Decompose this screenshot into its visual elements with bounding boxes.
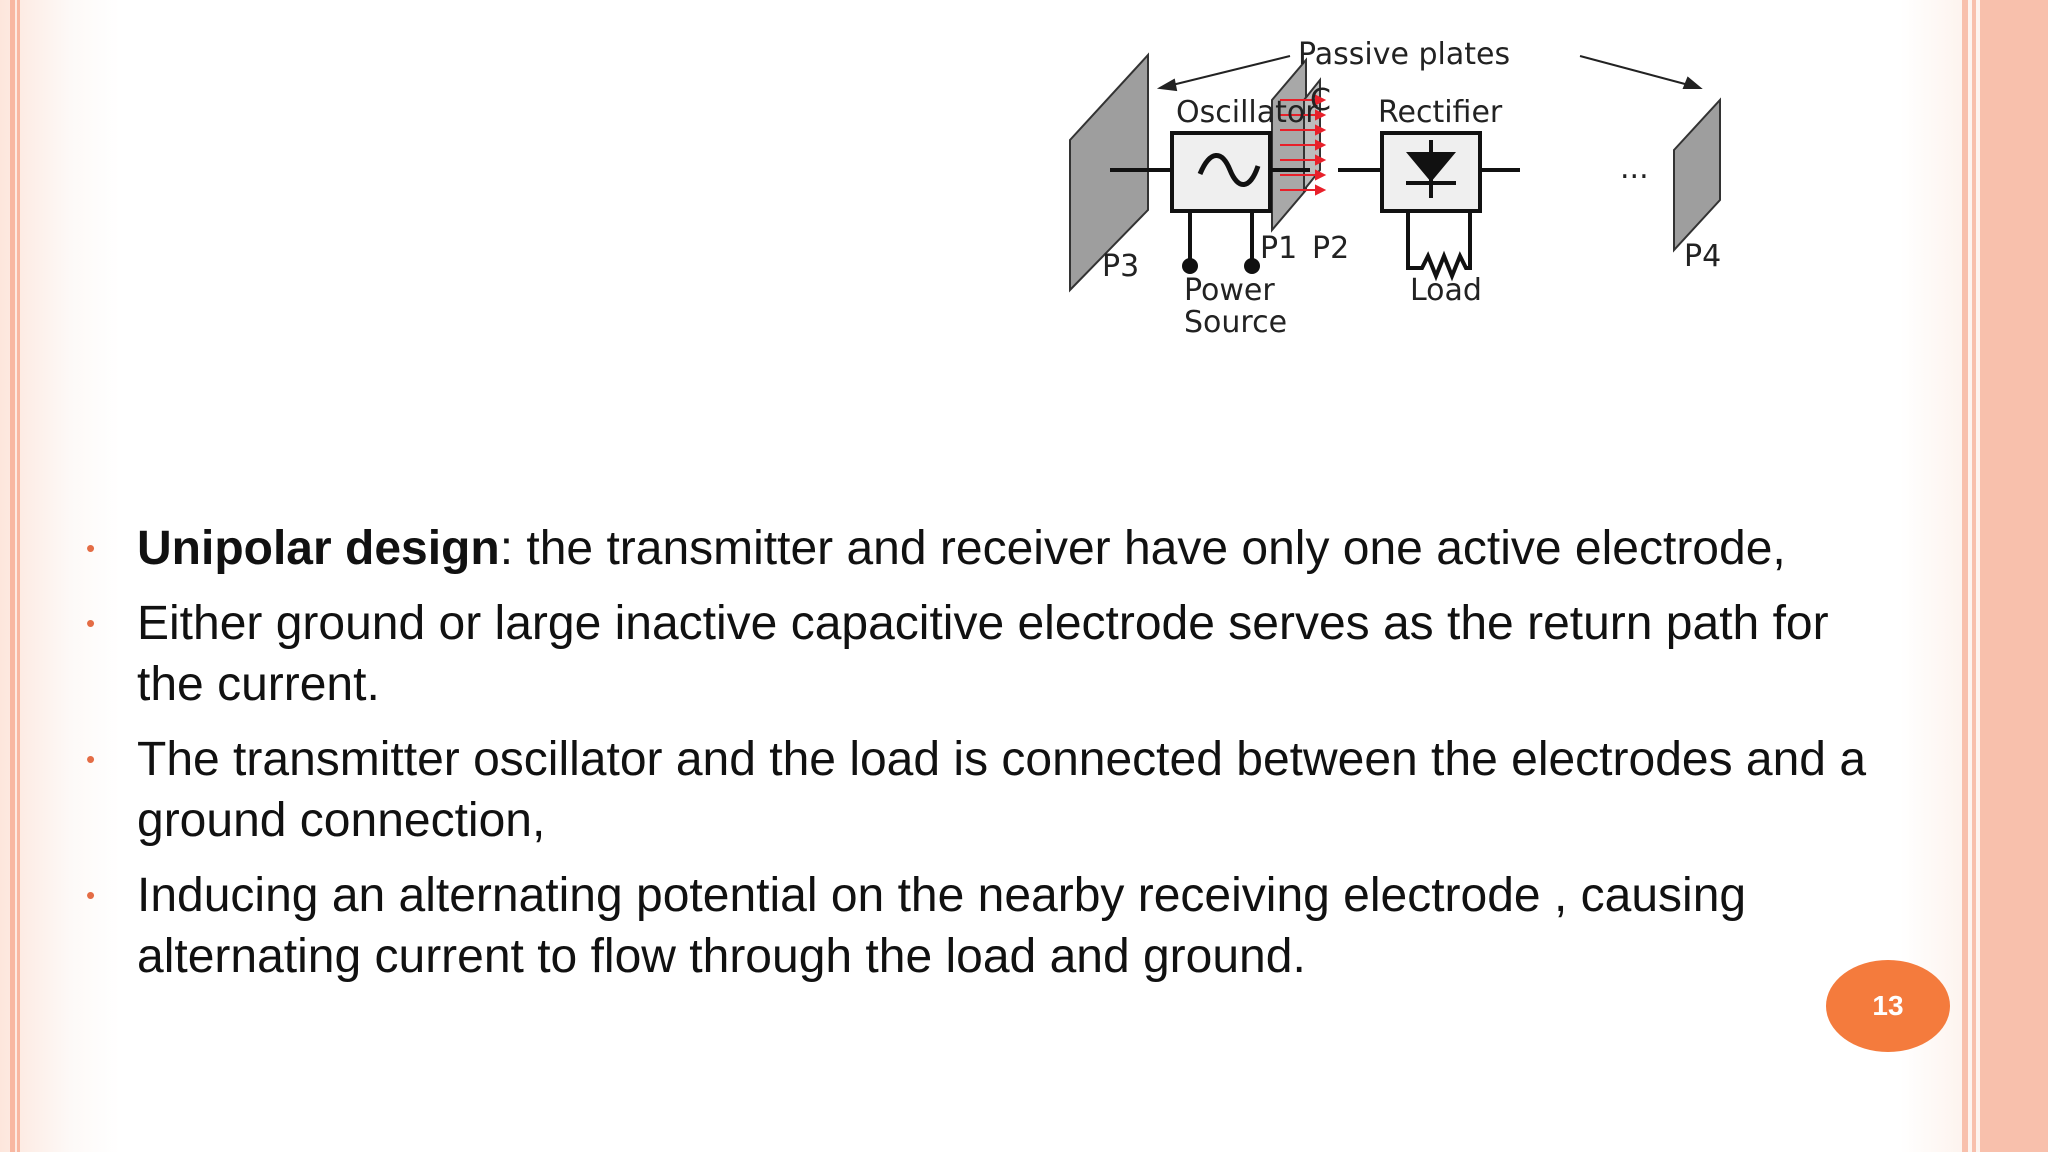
right-border-band [1980, 0, 2048, 1152]
passive-plates-arrows [1156, 55, 1703, 92]
page-number-badge: 13 [1826, 960, 1950, 1052]
power-terminal-right [1244, 258, 1260, 274]
diode-icon [1406, 140, 1456, 198]
right-border-stripe-1 [1962, 0, 1968, 1152]
bullet-item: • Inducing an alternating potential on t… [86, 865, 1886, 987]
bullet-item: • Either ground or large inactive capaci… [86, 593, 1886, 715]
label-oscillator: Oscillator [1176, 95, 1318, 130]
label-p2: P2 [1312, 231, 1349, 266]
left-border-stripe [10, 0, 15, 1152]
capacitive-coupling-diagram: Passive plates Oscillator C Rectifier ..… [1069, 40, 1721, 340]
bullet-text: The transmitter oscillator and the load … [137, 733, 1867, 847]
circuit-wires [1110, 168, 1520, 282]
field-arrows [1280, 94, 1327, 196]
label-c: C [1310, 83, 1331, 118]
label-rectifier: Rectifier [1378, 95, 1503, 130]
bullet-dot-icon: • [86, 744, 96, 774]
bullet-item: • The transmitter oscillator and the loa… [86, 729, 1886, 851]
sine-wave-icon [1197, 153, 1261, 187]
bullet-list: • Unipolar design: the transmitter and r… [86, 518, 1886, 1001]
bullet-dot-icon: • [86, 880, 96, 910]
bullet-dot-icon: • [86, 608, 96, 638]
bullet-dot-icon: • [86, 533, 96, 563]
plate-p4 [1673, 97, 1721, 253]
plate-p3 [1069, 52, 1149, 293]
label-p4: P4 [1684, 239, 1721, 274]
bullet-text: Inducing an alternating potential on the… [137, 869, 1747, 983]
left-border-stripe-thin [17, 0, 20, 1152]
bullet-bold-term: Unipolar design [137, 522, 500, 575]
label-dots: ... [1620, 151, 1649, 186]
label-p3: P3 [1102, 249, 1139, 284]
label-power: Power [1184, 273, 1275, 308]
label-load: Load [1410, 273, 1482, 308]
bullet-text: Either ground or large inactive capaciti… [137, 597, 1829, 711]
label-source: Source [1184, 305, 1287, 340]
right-border-stripe-2 [1972, 0, 1976, 1152]
bullet-item: • Unipolar design: the transmitter and r… [86, 518, 1886, 579]
label-passive-plates: Passive plates [1298, 40, 1510, 72]
label-p1: P1 [1260, 231, 1297, 266]
bullet-text: : the transmitter and receiver have only… [499, 522, 1786, 575]
power-terminal-left [1182, 258, 1198, 274]
